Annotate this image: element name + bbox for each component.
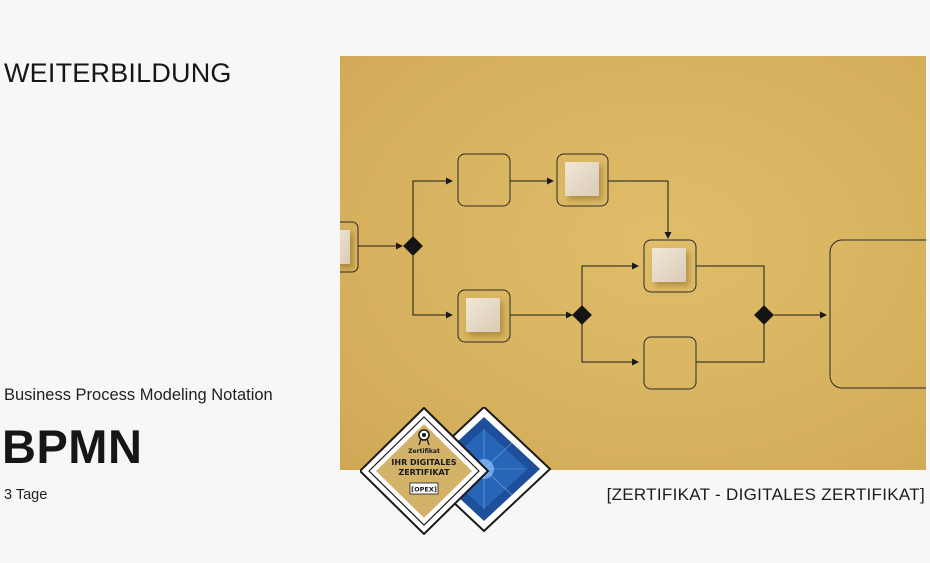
course-title: BPMN bbox=[2, 420, 143, 473]
badge-line2: ZERTIFIKAT bbox=[398, 468, 450, 477]
course-duration: 3 Tage bbox=[4, 487, 48, 503]
certificate-label: [ZERTIFIKAT - DIGITALES ZERTIFIKAT] bbox=[606, 485, 925, 504]
section-title: WEITERBILDUNG bbox=[4, 58, 232, 88]
certificate-badges: Zertifikat IHR DIGITALES ZERTIFIKAT [OPE… bbox=[358, 405, 560, 536]
bpmn-diagram-image bbox=[340, 56, 926, 470]
badge-line1: IHR DIGITALES bbox=[391, 458, 456, 467]
bpmn-process-illustration bbox=[340, 153, 926, 390]
digital-certificate-gold-badge: Zertifikat IHR DIGITALES ZERTIFIKAT [OPE… bbox=[358, 406, 490, 536]
badge-brand: [OPEX] bbox=[411, 486, 437, 494]
badge-kicker: Zertifikat bbox=[408, 448, 440, 455]
course-subtitle: Business Process Modeling Notation bbox=[4, 386, 273, 404]
